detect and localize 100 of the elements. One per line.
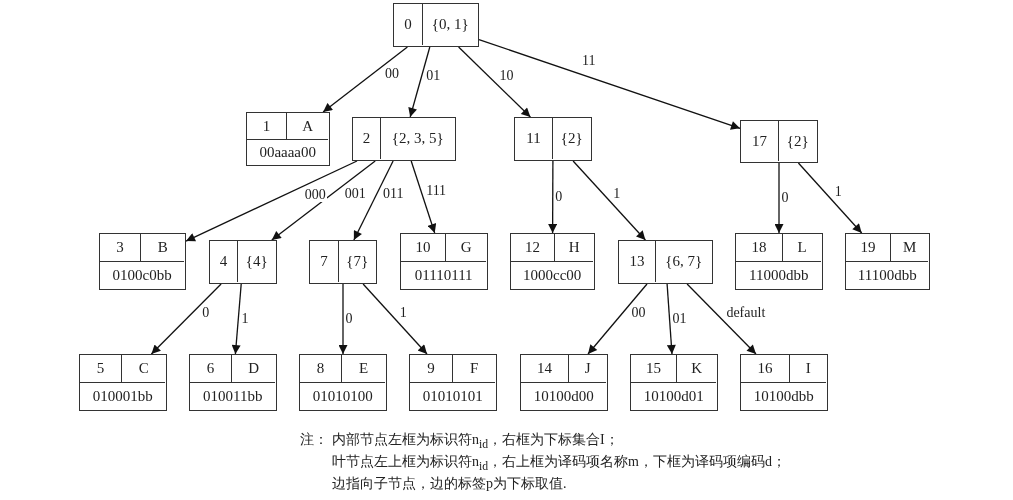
code-cell: 00aaaa00: [247, 139, 329, 165]
arrow: [408, 46, 431, 118]
id-cell: 14: [521, 355, 569, 382]
id-cell: 3: [100, 234, 141, 261]
code-cell: 10100d01: [631, 382, 717, 410]
code-cell: 1000cc00: [511, 261, 594, 289]
arrow: [150, 283, 222, 355]
code-cell: 10100d00: [521, 382, 607, 410]
code-cell: 01010100: [300, 382, 386, 410]
code-cell: 11000dbb: [736, 261, 822, 289]
id-cell: 1: [247, 113, 287, 139]
arrow: [362, 283, 428, 355]
leaf-node-box: [189, 354, 277, 411]
arrow: [686, 283, 757, 355]
note-text: 内部节点左框为标识符n$_{id}$，右框为下标集合I；: [332, 431, 619, 453]
id-cell: 18: [736, 234, 783, 261]
name-cell-text: K: [690, 359, 704, 378]
name-cell-text: C: [137, 359, 150, 378]
id-cell: 9: [410, 355, 453, 382]
edge-label: 0: [344, 311, 354, 326]
id-cell: 19: [846, 234, 891, 261]
id-cell: 10: [401, 234, 446, 261]
leaf-node-box: [845, 233, 930, 290]
arrow: [338, 283, 348, 355]
name-cell-text: B: [156, 238, 169, 257]
arrow: [548, 160, 558, 234]
leaf-node-box: [400, 233, 488, 290]
leaf-node-box: [246, 112, 330, 166]
note-text: 边指向子节点，边的标签p为下标取值.: [332, 475, 567, 493]
arrow: [353, 160, 394, 241]
set-cell-text: {2, 3, 5}: [390, 129, 445, 149]
note-text: 叶节点左上框为标识符n$_{id}$，右上框为译码项名称m，下框为译码项编码d；: [332, 453, 786, 475]
edge-label: 0: [780, 190, 790, 205]
id-cell: 7: [310, 241, 339, 283]
code-cell: 01010101: [410, 382, 496, 410]
name-cell-text: E: [358, 359, 370, 378]
id-cell: 11: [515, 118, 553, 160]
name-cell-text: H: [567, 238, 581, 257]
arrow: [666, 283, 676, 355]
arrow: [478, 38, 741, 130]
code-cell: 0100c0bb: [100, 261, 185, 289]
internal-node-box: [352, 117, 456, 161]
set-cell-text: {0, 1}: [430, 15, 470, 35]
id-cell: 2: [353, 118, 381, 160]
name-cell-text: M: [902, 238, 918, 257]
id-cell: 16: [741, 355, 790, 382]
id-cell: 15: [631, 355, 677, 382]
name-cell-text: D: [247, 359, 261, 378]
leaf-node-box: [735, 233, 823, 290]
code-cell: 010001bb: [80, 382, 166, 410]
code-cell: 10100dbb: [741, 382, 827, 410]
arrow: [587, 283, 648, 355]
arrow: [410, 160, 437, 234]
edge-label: 000: [303, 186, 327, 202]
set-cell-text: {6, 7}: [664, 252, 704, 272]
leaf-node-box: [510, 233, 595, 290]
arrow: [457, 46, 532, 118]
id-cell: 8: [300, 355, 342, 382]
internal-node-box: [209, 240, 277, 284]
name-cell-text: J: [583, 359, 592, 378]
set-cell-text: {7}: [345, 252, 370, 272]
note-heading: 注：: [300, 431, 328, 449]
leaf-node-box: [630, 354, 718, 411]
internal-node-box: [309, 240, 377, 284]
set-cell-text: {2}: [559, 129, 584, 149]
arrow: [797, 162, 863, 234]
id-cell: 17: [741, 121, 779, 162]
leaf-node-box: [409, 354, 497, 411]
arrow: [185, 160, 358, 242]
id-cell: 5: [80, 355, 122, 382]
internal-node-box: [618, 240, 713, 284]
leaf-node-box: [79, 354, 167, 411]
internal-node-box: [740, 120, 818, 163]
set-cell-text: {2}: [785, 131, 810, 151]
code-cell: 010011bb: [190, 382, 276, 410]
arrow: [572, 160, 647, 241]
edge-label: 11: [581, 52, 597, 68]
name-cell-text: A: [301, 116, 315, 136]
leaf-node-box: [520, 354, 608, 411]
edge-label: 1: [240, 311, 250, 326]
id-cell: 0: [394, 4, 423, 46]
internal-node-box: [393, 3, 479, 47]
name-cell-text: F: [469, 359, 480, 378]
arrow: [271, 160, 376, 241]
internal-node-box: [514, 117, 592, 161]
edge-label: 0: [554, 189, 564, 204]
name-cell-text: I: [804, 359, 812, 378]
arrow: [231, 283, 242, 355]
code-cell: 11100dbb: [846, 261, 929, 289]
arrow: [774, 162, 784, 234]
id-cell: 13: [619, 241, 656, 283]
name-cell-text: L: [796, 238, 808, 257]
leaf-node-box: [99, 233, 186, 290]
id-cell: 4: [210, 241, 238, 283]
edge-label: 01: [671, 311, 688, 326]
code-cell: 01110111: [401, 261, 487, 289]
id-cell: 6: [190, 355, 232, 382]
name-cell-text: G: [459, 238, 473, 257]
leaf-node-box: [299, 354, 387, 411]
arrow: [322, 46, 409, 113]
